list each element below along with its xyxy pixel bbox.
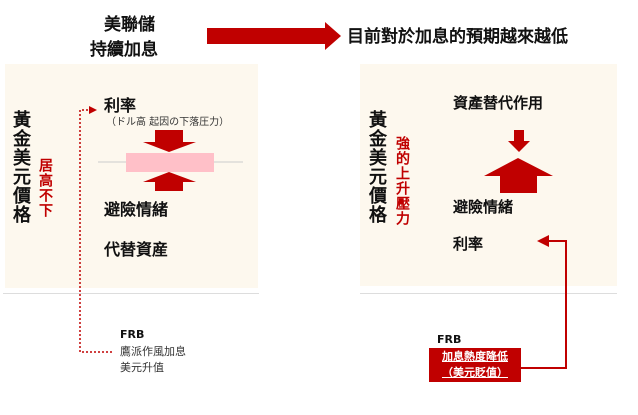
balance-band [126,153,214,172]
down-arrow-icon [143,130,196,152]
left-alt-asset-label: 代替資産 [104,240,169,259]
dotted-arrowhead-icon [89,106,97,114]
left-status: 居高不下 [37,158,53,218]
right-vertical-title: 黃金美元價格 [366,110,387,224]
left-rate-label: 利率 [104,96,137,115]
right-frb-box-line1: 加息熱度降低 [442,350,508,363]
up-arrow-icon [143,172,196,191]
left-vertical-title: 黃金美元價格 [10,110,31,224]
right-frb-box: 加息熱度降低 （美元貶值） [429,348,521,382]
right-status: 強的上升壓力 [394,136,410,226]
right-risk-label: 避險情緒 [453,198,514,216]
solid-arrowhead-icon [537,235,549,247]
left-divider [3,293,259,294]
left-panel [5,64,258,288]
right-rate-label: 利率 [453,235,484,253]
right-frb-box-line2: （美元貶值） [442,366,508,379]
right-alt-asset-label: 資產替代作用 [453,94,544,112]
big-up-arrow-icon [484,158,553,193]
left-frb-title: FRB [120,328,145,341]
left-frb-line1: 鷹派作風加息 [120,345,186,358]
header-left-line1: 美聯儲 [104,15,155,35]
main-arrow-icon [207,22,341,50]
small-down-arrow-icon [508,130,530,152]
right-divider [360,293,617,294]
frb-dotted-connector [79,109,112,353]
left-risk-label: 避險情緒 [104,200,169,219]
frb-solid-connector [521,240,567,369]
left-frb-line2: 美元升值 [120,361,164,374]
left-rate-note: （ドル高 起因の下落圧力） [106,117,230,128]
header-right-text: 目前對於加息的預期越來越低 [347,27,568,47]
header-left-line2: 持續加息 [90,40,158,60]
right-frb-title: FRB [437,333,462,346]
